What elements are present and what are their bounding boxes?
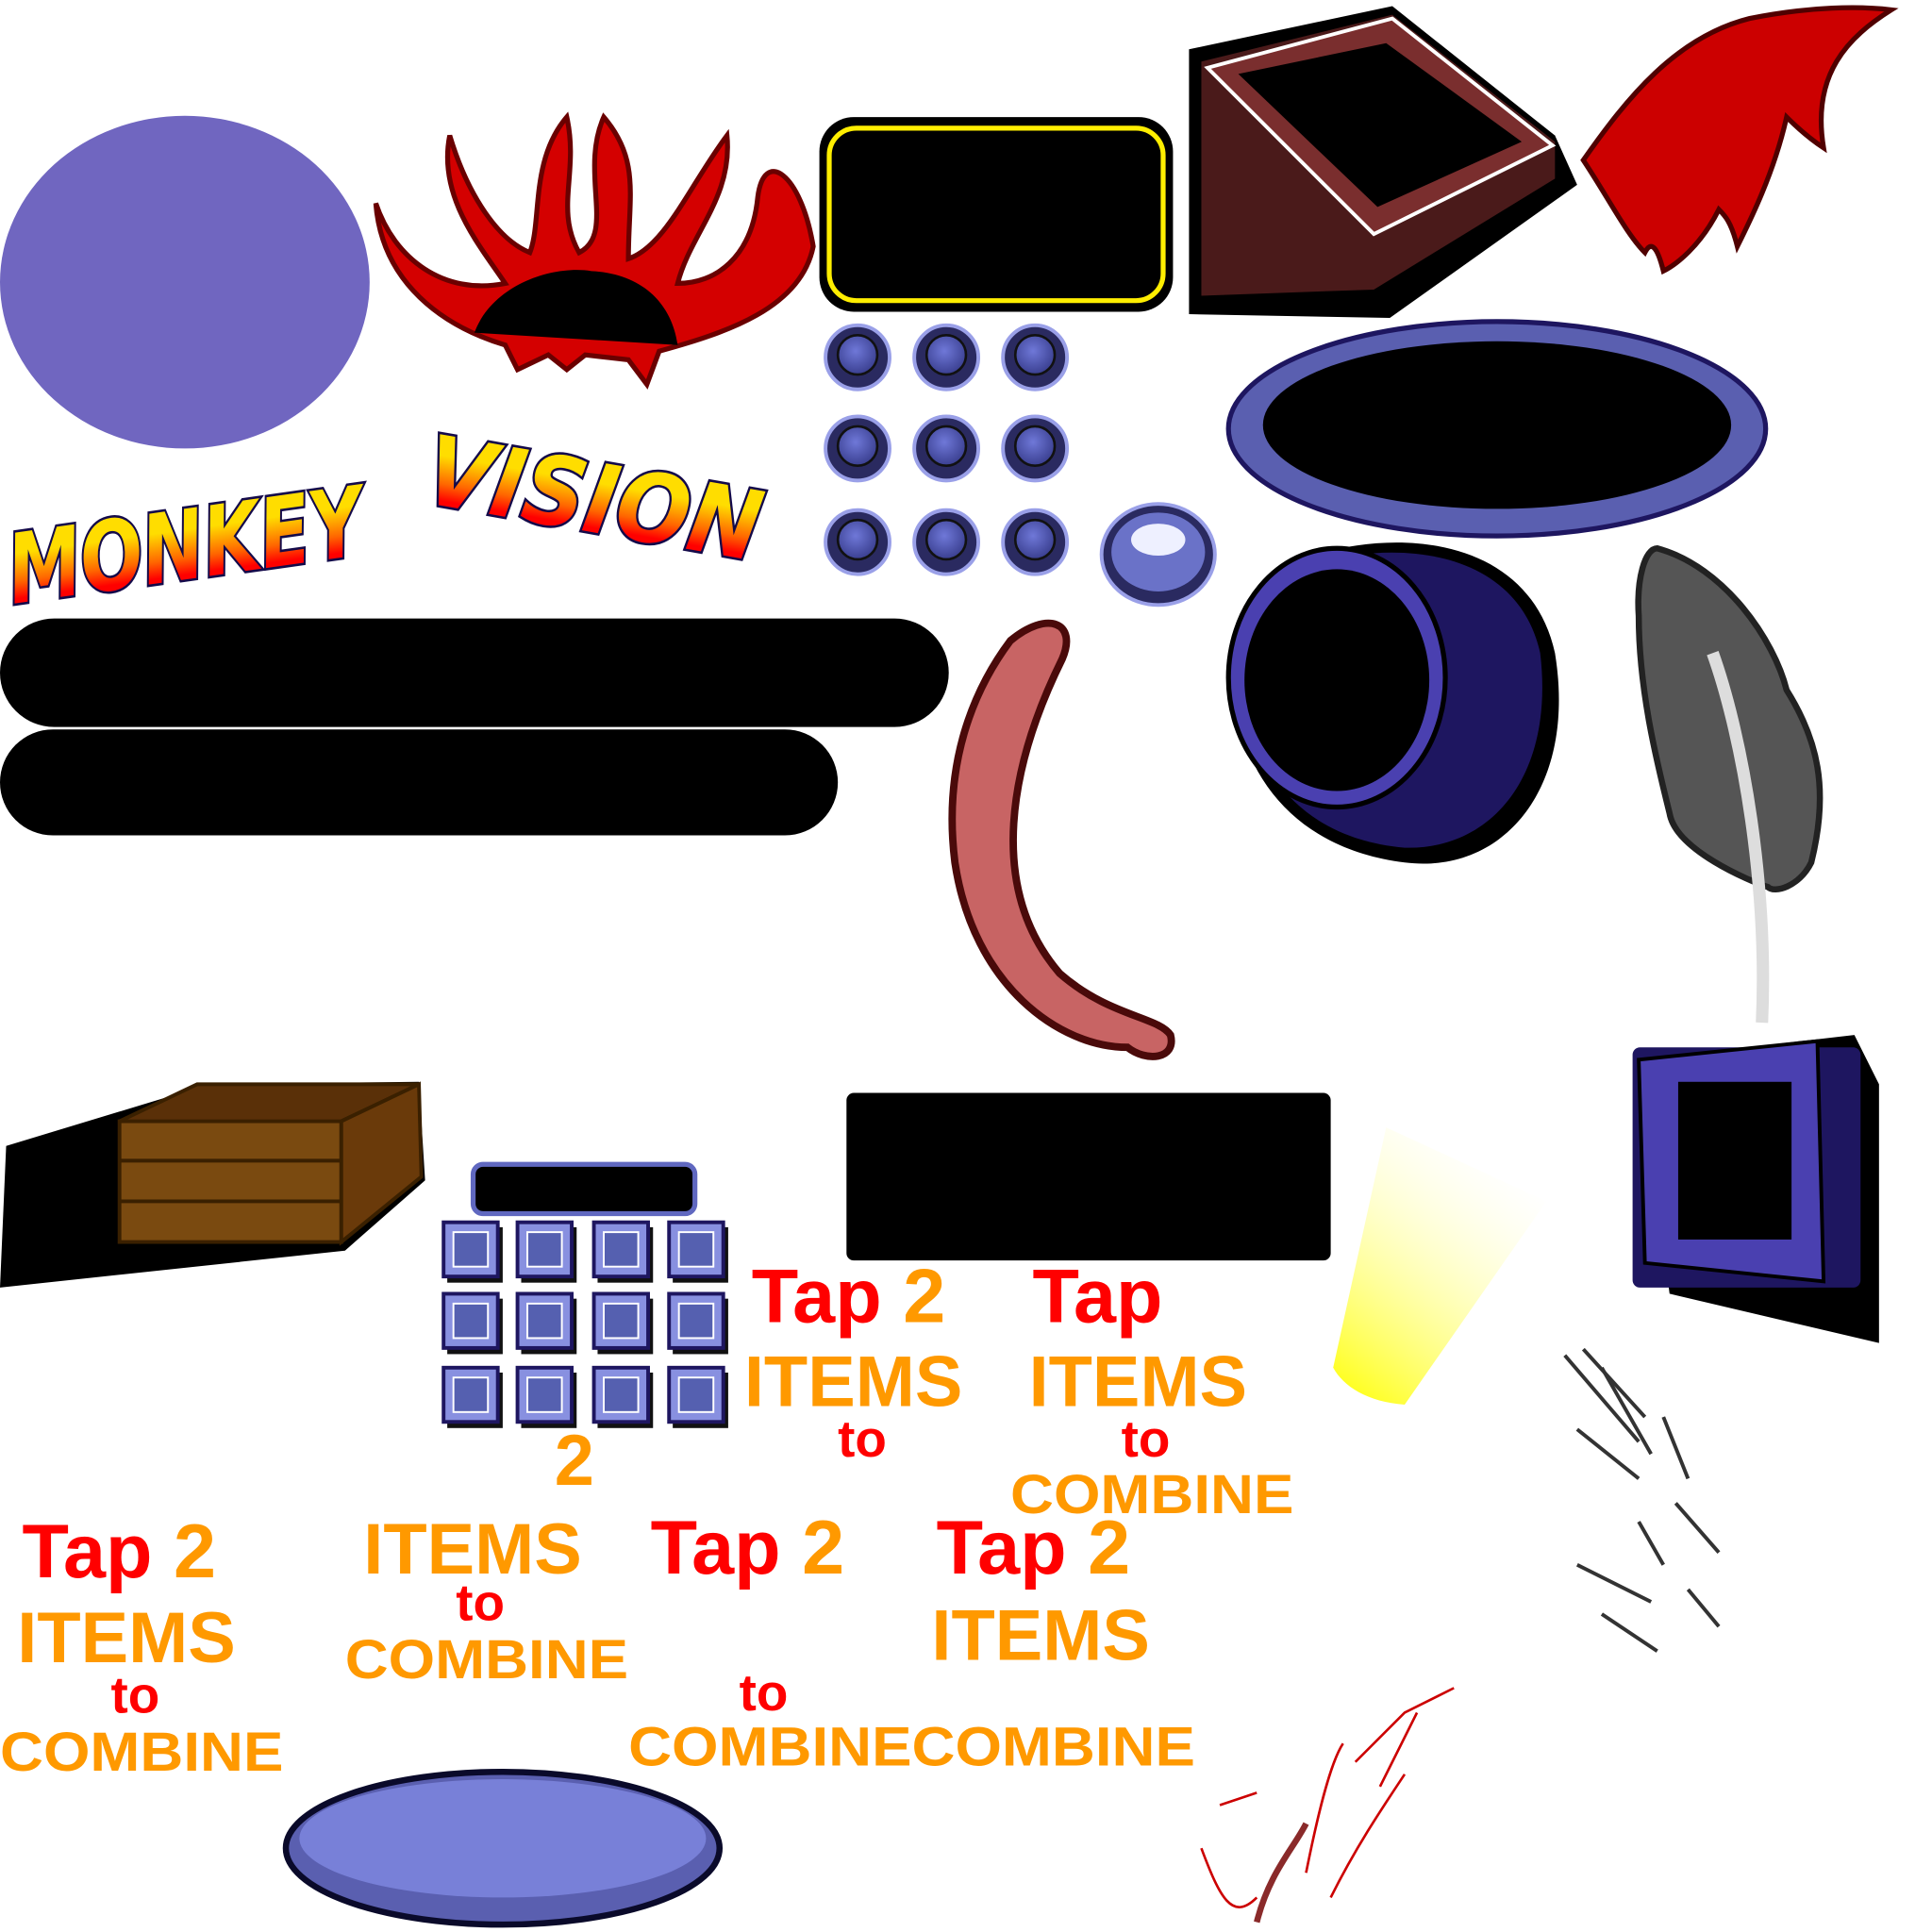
black-bar-short: [0, 729, 839, 836]
brown-box-sprite: [1189, 6, 1577, 318]
navy-cup-sprite: [1225, 542, 1559, 864]
knob-button[interactable]: [912, 323, 981, 391]
black-bar-long: [0, 618, 949, 727]
knob-button[interactable]: [824, 508, 891, 576]
tap-2-text: Tap 2: [752, 1254, 945, 1339]
square-button[interactable]: [441, 1291, 503, 1355]
items-text: ITEMS: [1029, 1341, 1247, 1422]
knob-button[interactable]: [1001, 323, 1070, 391]
square-button[interactable]: [515, 1220, 577, 1283]
monkey-vision-logo: MONKEY VISION: [0, 412, 773, 629]
gray-feather-sprite: [1635, 544, 1824, 1024]
tap-text: Tap: [1033, 1254, 1163, 1339]
square-button-grid: [441, 1220, 728, 1428]
to-text: to: [740, 1663, 789, 1722]
tap-2-text: Tap 2: [23, 1509, 216, 1594]
combine-text: COMBINE: [0, 1722, 283, 1783]
knob-button[interactable]: [824, 414, 891, 483]
red-wing-sprite: [1580, 5, 1899, 275]
knob-button[interactable]: [1001, 414, 1070, 483]
items-text: ITEMS: [931, 1595, 1149, 1675]
feather-strokes-sprite: [1563, 1347, 1721, 1653]
black-panel-sprite: [846, 1092, 1331, 1261]
navy-tv-frame-sprite: [1632, 1035, 1879, 1343]
square-button[interactable]: [667, 1220, 728, 1283]
two-text: 2: [555, 1421, 594, 1501]
wooden-crate-sprite: [0, 1081, 425, 1288]
items-text: ITEMS: [744, 1341, 962, 1422]
large-knob-button[interactable]: [1099, 502, 1217, 608]
square-button[interactable]: [667, 1365, 728, 1428]
purple-circle-sprite: [0, 115, 370, 449]
square-button[interactable]: [591, 1291, 654, 1355]
light-beam-sprite: [1333, 1127, 1547, 1405]
to-text: to: [111, 1666, 160, 1724]
combine-combine-text: COMBINECOMBINE: [628, 1717, 1195, 1778]
red-scratch-sprite: [1200, 1687, 1455, 1924]
to-text: to: [1122, 1409, 1171, 1468]
combine-text: COMBINE: [345, 1629, 628, 1690]
to-text: to: [456, 1574, 505, 1632]
items-text: ITEMS: [363, 1509, 581, 1590]
square-button[interactable]: [441, 1220, 503, 1283]
square-button[interactable]: [515, 1291, 577, 1355]
square-button[interactable]: [591, 1220, 654, 1283]
knob-button[interactable]: [912, 508, 981, 576]
knob-grid: [824, 323, 1217, 608]
tap-2-text: Tap 2: [651, 1506, 844, 1591]
logo-word-monkey: MONKEY: [1, 465, 377, 627]
black-yellow-panel-sprite: [819, 117, 1174, 312]
blue-oval-sprite: [282, 1768, 724, 1928]
blue-oval-frame-sprite: [1225, 319, 1769, 539]
to-text: to: [838, 1409, 887, 1468]
tap-2-items-to-combine-texts: Tap 2 Tap ITEMS ITEMS to to 2 COMBINE Ta…: [0, 1254, 1293, 1782]
square-button[interactable]: [667, 1291, 728, 1355]
knob-button[interactable]: [1001, 508, 1070, 576]
square-button[interactable]: [591, 1365, 654, 1428]
knob-button[interactable]: [912, 414, 981, 483]
logo-word-vision: VISION: [417, 415, 770, 585]
square-button[interactable]: [441, 1365, 503, 1428]
tap-2-text: Tap 2: [937, 1506, 1130, 1591]
red-horn-crown-sprite: [373, 111, 816, 390]
red-tongue-sprite: [948, 619, 1175, 1060]
knob-button[interactable]: [824, 323, 891, 391]
items-text: ITEMS: [17, 1598, 235, 1678]
combine-text: COMBINE: [1010, 1464, 1293, 1525]
small-black-bar-sprite: [470, 1161, 698, 1217]
square-button[interactable]: [515, 1365, 577, 1428]
